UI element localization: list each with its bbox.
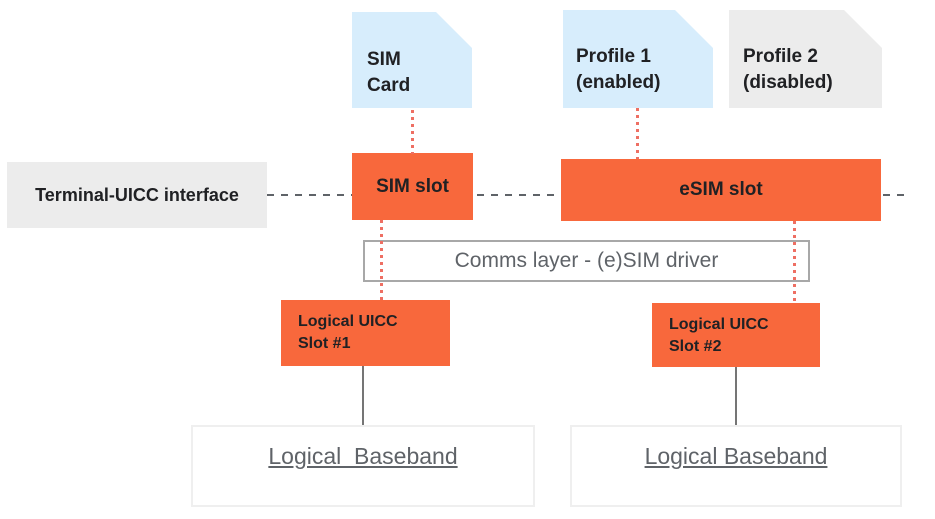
line-connector-uicc2-to-baseband2 bbox=[735, 366, 737, 426]
logical-baseband1-box: Logical Baseband bbox=[191, 425, 535, 507]
logical-uicc-slot2-line1: Logical UICC bbox=[669, 316, 769, 333]
profile2-disabled-shape: Profile 2 (disabled) bbox=[729, 10, 882, 108]
profile1-label-line2: (enabled) bbox=[576, 72, 661, 93]
comms-layer-label: Comms layer - (e)SIM driver bbox=[454, 249, 719, 272]
dotted-connector-esimslot-to-uicc2 bbox=[793, 221, 796, 303]
comms-layer-box: Comms layer - (e)SIM driver bbox=[363, 240, 810, 282]
logical-uicc-slot1-line1: Logical UICC bbox=[298, 313, 398, 330]
dotted-connector-simslot-to-uicc1 bbox=[380, 220, 383, 300]
terminal-uicc-interface-box: Terminal-UICC interface bbox=[7, 162, 267, 228]
profile1-label-line1: Profile 1 bbox=[576, 46, 651, 67]
sim-card-shape: SIM Card bbox=[352, 12, 472, 108]
logical-uicc-slot2-label: Logical UICC Slot #2 bbox=[669, 314, 769, 358]
logical-baseband2-box: Logical Baseband bbox=[570, 425, 902, 507]
logical-baseband2-label: Logical Baseband bbox=[644, 443, 828, 469]
logical-uicc-slot1-label: Logical UICC Slot #1 bbox=[298, 311, 398, 355]
terminal-uicc-interface-label: Terminal-UICC interface bbox=[35, 184, 239, 205]
esim-slot-box: eSIM slot bbox=[561, 159, 881, 221]
dotted-connector-profile1-to-esimslot bbox=[636, 108, 639, 159]
logical-baseband1-label: Logical Baseband bbox=[268, 443, 458, 469]
logical-uicc-slot1-box: Logical UICC Slot #1 bbox=[281, 300, 450, 366]
dotted-connector-simcard-to-simslot bbox=[411, 110, 414, 154]
sim-card-label-line2: Card bbox=[367, 75, 411, 96]
esim-slot-label: eSIM slot bbox=[679, 179, 763, 200]
logical-uicc-slot2-box: Logical UICC Slot #2 bbox=[652, 303, 820, 367]
logical-uicc-slot1-line2: Slot #1 bbox=[298, 335, 351, 352]
profile1-label: Profile 1 (enabled) bbox=[576, 44, 660, 96]
profile1-enabled-shape: Profile 1 (enabled) bbox=[563, 10, 713, 108]
sim-card-label-line1: SIM bbox=[367, 49, 401, 70]
logical-uicc-slot2-line2: Slot #2 bbox=[669, 338, 722, 355]
profile2-label: Profile 2 (disabled) bbox=[743, 44, 833, 96]
profile2-label-line1: Profile 2 bbox=[743, 46, 818, 67]
line-connector-uicc1-to-baseband1 bbox=[362, 366, 364, 426]
profile2-label-line2: (disabled) bbox=[743, 72, 833, 93]
sim-card-label: SIM Card bbox=[367, 47, 410, 99]
sim-slot-box: SIM slot bbox=[352, 153, 473, 220]
sim-slot-label: SIM slot bbox=[376, 175, 449, 197]
